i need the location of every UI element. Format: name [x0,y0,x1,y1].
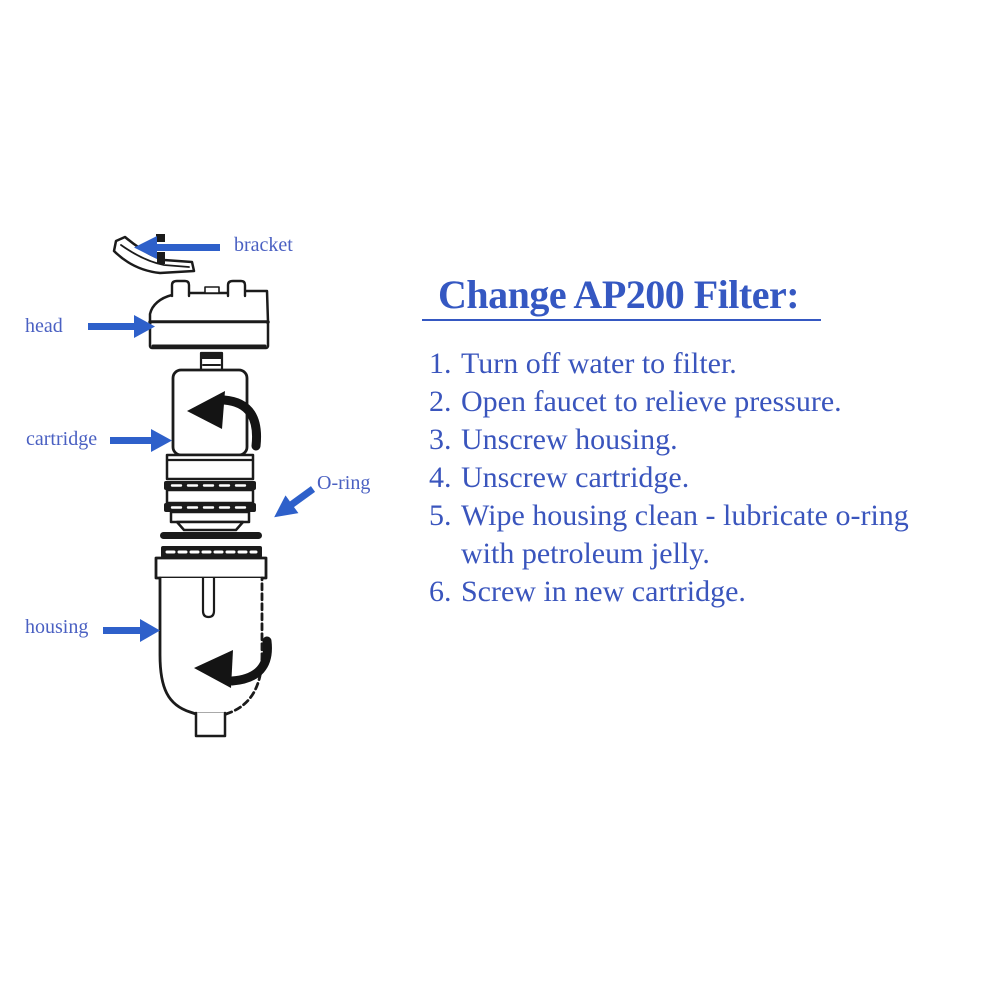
page-title: Change AP200 Filter: [422,274,822,321]
cartridge-threads [164,453,256,532]
cartridge-arrow-icon [110,429,172,452]
bracket-arrow-icon [134,236,220,259]
housing-drawing [154,546,272,738]
bracket-screw [156,234,165,242]
head-label: head [25,315,63,337]
housing-label: housing [25,616,89,638]
o-ring-drawing [160,532,262,539]
instruction-step: Wipe housing clean - lubricate o-ring wi… [459,497,947,573]
rotate-arrow-icon [227,636,272,686]
instruction-step: Turn off water to filter. [459,345,947,383]
housing-foot [194,711,227,738]
oring-arrow-icon [274,486,316,518]
cartridge-drawing [171,351,262,457]
bracket-drawing [112,234,196,275]
instruction-step: Unscrew cartridge. [459,459,947,497]
cartridge-label: cartridge [26,428,98,450]
instruction-step: Screw in new cartridge. [459,573,947,611]
oring-label: O-ring [317,472,371,494]
head-drawing [148,279,270,350]
filter-exploded-diagram [88,234,316,738]
head-arrow-icon [88,315,155,338]
instruction-step: Unscrew housing. [459,421,947,459]
instruction-list: Turn off water to filter. Open faucet to… [425,345,947,611]
rotate-arrow-icon [219,395,262,451]
instruction-step: Open faucet to relieve pressure. [459,383,947,421]
bracket-label: bracket [234,234,293,256]
housing-arrow-icon [103,619,160,642]
